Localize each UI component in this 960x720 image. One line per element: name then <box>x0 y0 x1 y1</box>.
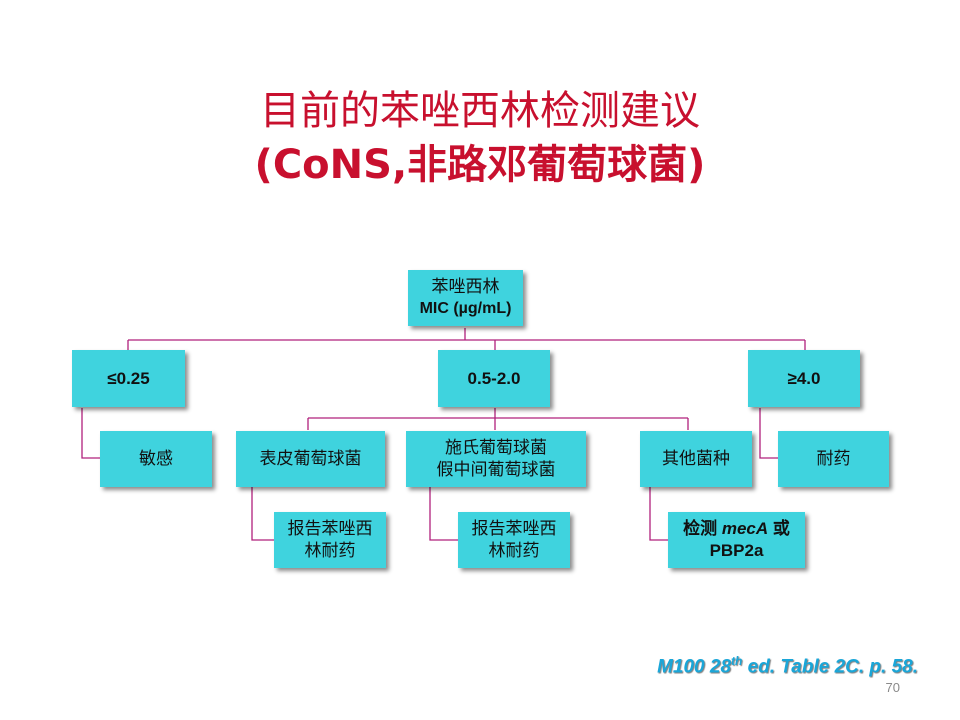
test-pbp2a: PBP2a <box>709 541 764 560</box>
range-mid-box: 0.5-2.0 <box>438 350 550 407</box>
resistant-label: 耐药 <box>816 449 851 469</box>
root-box: 苯唑西林 MIC (µg/mL) <box>408 270 523 326</box>
page-number: 70 <box>885 680 900 695</box>
test-meca-line1: 检测 mecA 或 <box>683 518 790 540</box>
range-high-label: ≥4.0 <box>787 368 821 388</box>
epidermidis-box: 表皮葡萄球菌 <box>236 431 385 487</box>
resistant-box: 耐药 <box>778 431 889 487</box>
range-high-box: ≥4.0 <box>748 350 860 407</box>
citation-sup: th <box>731 654 743 668</box>
root-unit: MIC (µg/mL) <box>419 300 512 317</box>
slide-title: 目前的苯唑西林检测建议 <box>260 88 700 134</box>
meca-gene: mecA <box>721 519 769 538</box>
schleiferi-box: 施氏葡萄球菌 假中间葡萄球菌 <box>406 431 586 487</box>
report-resistant-box-2: 报告苯唑西 林耐药 <box>458 512 570 568</box>
range-mid-label: 0.5-2.0 <box>467 368 521 388</box>
other-species-label: 其他菌种 <box>662 449 730 469</box>
range-low-box: ≤0.25 <box>72 350 185 407</box>
slide-subtitle: (CoNS,非路邓葡萄球菌) <box>254 142 706 188</box>
citation: M100 28th ed. Table 2C. p. 58. <box>657 654 918 678</box>
citation-post: ed. Table 2C. p. 58. <box>742 656 918 678</box>
pseudintermedius-label: 假中间葡萄球菌 <box>436 460 556 480</box>
test-suffix: 或 <box>768 519 790 538</box>
test-meca-box: 检测 mecA 或 PBP2a <box>668 512 805 568</box>
susceptible-label: 敏感 <box>139 449 173 469</box>
other-species-box: 其他菌种 <box>640 431 752 487</box>
epidermidis-label: 表皮葡萄球菌 <box>259 449 362 469</box>
schleiferi-label: 施氏葡萄球菌 <box>445 438 547 458</box>
report-resistant-1-line2: 林耐药 <box>304 541 356 561</box>
report-resistant-2-line1: 报告苯唑西 <box>471 519 557 539</box>
susceptible-box: 敏感 <box>100 431 212 487</box>
range-low-label: ≤0.25 <box>107 368 150 388</box>
test-prefix: 检测 <box>683 519 722 538</box>
report-resistant-2-line2: 林耐药 <box>488 541 540 561</box>
citation-pre: M100 28 <box>657 656 732 678</box>
root-label: 苯唑西林 <box>431 277 500 297</box>
report-resistant-1-line1: 报告苯唑西 <box>287 519 373 539</box>
report-resistant-box-1: 报告苯唑西 林耐药 <box>274 512 386 568</box>
